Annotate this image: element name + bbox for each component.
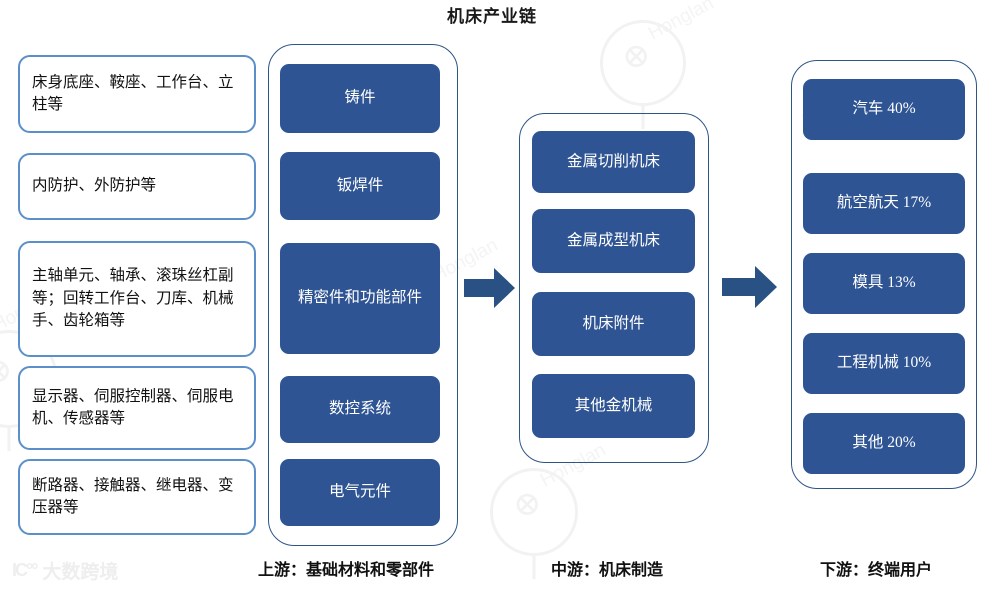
- upstream-category-box-4: 数控系统: [280, 376, 440, 443]
- upstream-category-text-2: 钣焊件: [336, 176, 384, 194]
- upstream-category-text-4: 数控系统: [328, 400, 391, 418]
- midstream-category-box-4: 其他金机械: [532, 374, 695, 438]
- midstream-container: [519, 113, 709, 463]
- upstream-container: [268, 44, 458, 546]
- watermark-cross-right: ⊗: [622, 38, 651, 75]
- downstream-category-box-3: 模具 13%: [803, 253, 965, 314]
- upstream-detail-text-5: 断路器、接触器、继电器、变压器等: [32, 476, 234, 516]
- watermark-cross-left: ⊗: [0, 355, 13, 389]
- upstream-category-box-2: 钣焊件: [280, 152, 440, 220]
- watermark-cross-center: ⊗: [513, 486, 542, 523]
- downstream-category-text-3: 模具 13%: [852, 274, 916, 292]
- upstream-detail-text-1: 床身底座、鞍座、工作台、立柱等: [32, 73, 234, 113]
- watermark-ring-right: [600, 20, 686, 106]
- midstream-category-text-2: 金属成型机床: [566, 231, 660, 249]
- midstream-category-box-3: 机床附件: [532, 292, 695, 356]
- downstream-category-box-4: 工程机械 10%: [803, 333, 965, 394]
- downstream-container: [791, 60, 977, 489]
- upstream-detail-box-1: 床身底座、鞍座、工作台、立柱等: [18, 55, 256, 133]
- downstream-category-text-2: 航空航天 17%: [836, 194, 932, 212]
- upstream-detail-text-2: 内防护、外防护等: [32, 177, 157, 195]
- downstream-category-text-5: 其他 20%: [852, 434, 916, 452]
- midstream-category-box-2: 金属成型机床: [532, 209, 695, 273]
- upstream-detail-box-5: 断路器、接触器、继电器、变压器等: [18, 459, 256, 535]
- midstream-category-text-3: 机床附件: [582, 314, 645, 332]
- midstream-category-text-4: 其他金机械: [574, 396, 653, 414]
- arrow-upstream-to-midstream: [464, 266, 516, 310]
- upstream-detail-box-3: 主轴单元、轴承、滚珠丝杠副等；回转工作台、刀库、机械手、齿轮箱等: [18, 241, 256, 357]
- downstream-category-box-5: 其他 20%: [803, 413, 965, 474]
- midstream-category-text-1: 金属切削机床: [566, 152, 660, 170]
- upstream-category-box-1: 铸件: [280, 64, 440, 133]
- site-logo: IC°° 大数跨境: [12, 557, 118, 584]
- logo-mark-icon: IC°°: [12, 560, 38, 580]
- watermark-ring-center: [490, 468, 578, 556]
- logo-text: 大数跨境: [42, 562, 119, 583]
- downstream-category-box-1: 汽车 40%: [803, 79, 965, 140]
- midstream-category-box-1: 金属切削机床: [532, 131, 695, 193]
- upstream-caption: 上游：基础材料和零部件: [258, 562, 435, 579]
- downstream-category-text-4: 工程机械 10%: [836, 354, 932, 372]
- upstream-category-text-1: 铸件: [344, 89, 376, 107]
- midstream-caption: 中游：机床制造: [551, 562, 664, 579]
- arrow-midstream-to-downstream: [722, 264, 778, 310]
- downstream-category-box-2: 航空航天 17%: [803, 173, 965, 234]
- upstream-detail-text-4: 显示器、伺服控制器、伺服电机、传感器等: [32, 387, 234, 427]
- downstream-category-text-1: 汽车 40%: [852, 100, 916, 118]
- page-title: 机床产业链: [447, 7, 537, 26]
- upstream-category-text-3: 精密件和功能部件: [297, 289, 422, 307]
- upstream-detail-box-4: 显示器、伺服控制器、伺服电机、传感器等: [18, 366, 256, 450]
- upstream-detail-box-2: 内防护、外防护等: [18, 153, 256, 220]
- upstream-category-box-5: 电气元件: [280, 459, 440, 526]
- upstream-detail-text-3: 主轴单元、轴承、滚珠丝杠副等；回转工作台、刀库、机械手、齿轮箱等: [32, 267, 234, 330]
- downstream-caption: 下游：终端用户: [820, 562, 933, 579]
- upstream-category-box-3: 精密件和功能部件: [280, 243, 440, 354]
- upstream-category-text-5: 电气元件: [328, 483, 391, 501]
